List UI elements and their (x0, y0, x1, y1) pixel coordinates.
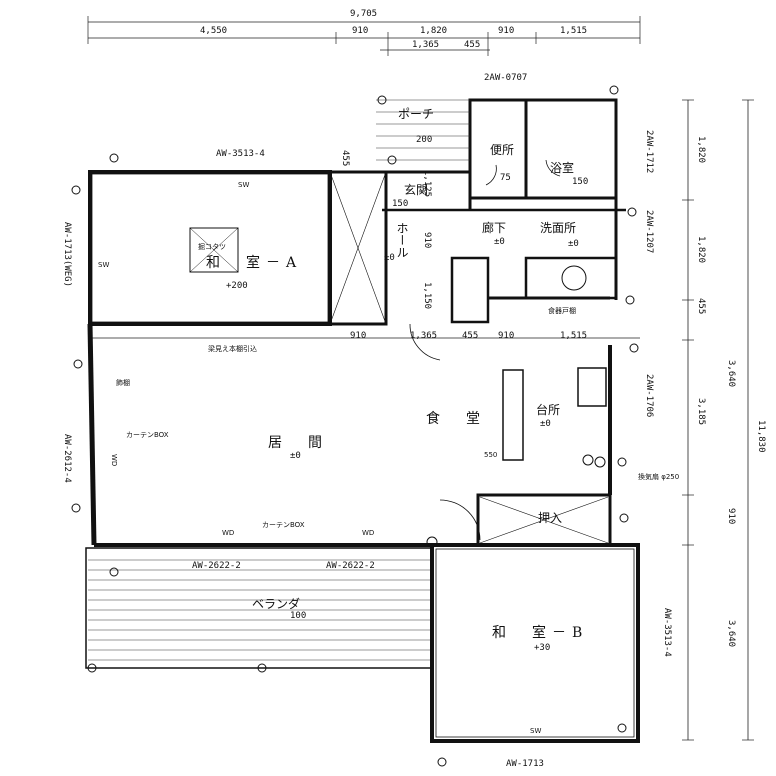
window-label-veranda-2: AW-2622-2 (326, 561, 375, 571)
room-washitsu-a-level: +200 (226, 281, 248, 291)
dim-top-sub-2: 455 (464, 40, 481, 50)
dim-top-1: 4,550 (200, 26, 228, 36)
room-washitsu-b: 和 室－B (492, 625, 589, 641)
room-hall-level: ±0 (384, 253, 395, 263)
room-bath: 浴室 (550, 161, 575, 175)
room-washitsu-b-level: +30 (534, 643, 551, 653)
window-label-living-left: AW-2612-4 (62, 434, 72, 483)
note-duct: 換気扇 φ250 (638, 473, 680, 481)
dim-right-4: 3,640 (726, 360, 736, 388)
dim-right-6: 910 (726, 508, 736, 525)
dim-top-5: 1,515 (560, 26, 588, 36)
room-veranda: ベランダ (252, 597, 301, 611)
dim-right-5: 3,185 (696, 398, 706, 426)
window-label-toilet: 2AW-1712 (644, 130, 654, 174)
walls (85, 98, 640, 743)
room-bath-level: 150 (572, 177, 589, 187)
window-label-washitsu-a-top: AW-3513-4 (216, 149, 265, 159)
room-genkan: 玄関 (404, 183, 429, 197)
window-label-porch: 2AW-0707 (484, 73, 528, 83)
veranda-deck (88, 99, 470, 661)
window-label-veranda-1: AW-2622-2 (192, 561, 241, 571)
room-veranda-level: 100 (290, 611, 307, 621)
dim-inner-1150: 1,150 (422, 282, 432, 310)
room-corridor: 廊下 (482, 221, 507, 235)
dim-mid-3: 455 (462, 331, 479, 341)
window-label-washitsu-b-bottom: AW-1713 (506, 759, 544, 769)
room-washitsu-a: 和 室－A (206, 255, 303, 271)
room-genkan-level: 150 (392, 199, 409, 209)
room-kitchen: 台所 (536, 403, 561, 417)
dim-mid-4: 910 (498, 331, 515, 341)
dim-right-1: 1,820 (696, 136, 706, 164)
room-hall: ホール (395, 222, 409, 258)
dim-mid-1: 910 (350, 331, 367, 341)
room-kitchen-level: ±0 (540, 419, 551, 429)
window-label-washitsu-b-right: AW-3513-4 (662, 608, 672, 657)
dim-mid-2: 1,365 (410, 331, 438, 341)
room-closet: 押入 (538, 511, 563, 525)
dim-mid-5: 1,515 (560, 331, 588, 341)
note-storage: 食器戸棚 (548, 307, 576, 315)
dim-top-sub-1: 1,365 (412, 40, 440, 50)
room-porch-level: 200 (416, 135, 433, 145)
room-toilet: 便所 (490, 143, 515, 157)
note-curtain-box-1: カーテンBOX (126, 431, 169, 439)
dim-top-4: 910 (498, 26, 515, 36)
room-sanitary-level: ±0 (568, 239, 579, 249)
room-sanitary: 洗面所 (540, 221, 577, 235)
note-wd-1: WD (222, 529, 235, 537)
dim-right-7: 3,640 (726, 620, 736, 648)
room-dining: 食 堂 (426, 411, 486, 427)
note-kotatsu: 掘コタツ (198, 243, 226, 251)
dim-top-total: 9,705 (350, 9, 378, 19)
doors (409, 159, 561, 541)
note-curtain-box-2: カーテンBOX (262, 521, 305, 529)
window-markers (71, 85, 639, 767)
note-sw-a: SW (238, 181, 250, 189)
note-wd-2: WD (362, 529, 375, 537)
dimension-lines (87, 16, 754, 741)
note-shelf: 飾棚 (116, 379, 130, 387)
window-label-sanitary: 2AW-1207 (644, 210, 654, 254)
dim-top-2: 910 (352, 26, 369, 36)
dim-inner-910: 910 (422, 232, 432, 249)
note-sw-b: SW (530, 727, 542, 735)
note-550: 550 (484, 451, 498, 459)
note-sw-a2: SW (98, 261, 110, 269)
room-porch: ポーチ (398, 107, 435, 121)
room-corridor-level: ±0 (494, 237, 505, 247)
dim-right-2: 1,820 (696, 236, 706, 264)
dim-right-3: 455 (696, 298, 706, 315)
dim-inner-455: 455 (340, 150, 350, 167)
room-toilet-level: 75 (500, 173, 511, 183)
window-label-kitchen: 2AW-1706 (644, 374, 654, 418)
note-wd-3: WD (110, 454, 118, 467)
room-living: 居 間 (268, 435, 328, 451)
window-label-washitsu-a-left: AW-1713(WEG) (62, 222, 72, 288)
dim-top-3: 1,820 (420, 26, 448, 36)
note-beam: 梁見え本棚引込 (208, 345, 257, 353)
dim-right-total: 11,830 (756, 420, 766, 453)
room-living-level: ±0 (290, 451, 301, 461)
dim-inner-1125: 1,125 (422, 170, 432, 198)
